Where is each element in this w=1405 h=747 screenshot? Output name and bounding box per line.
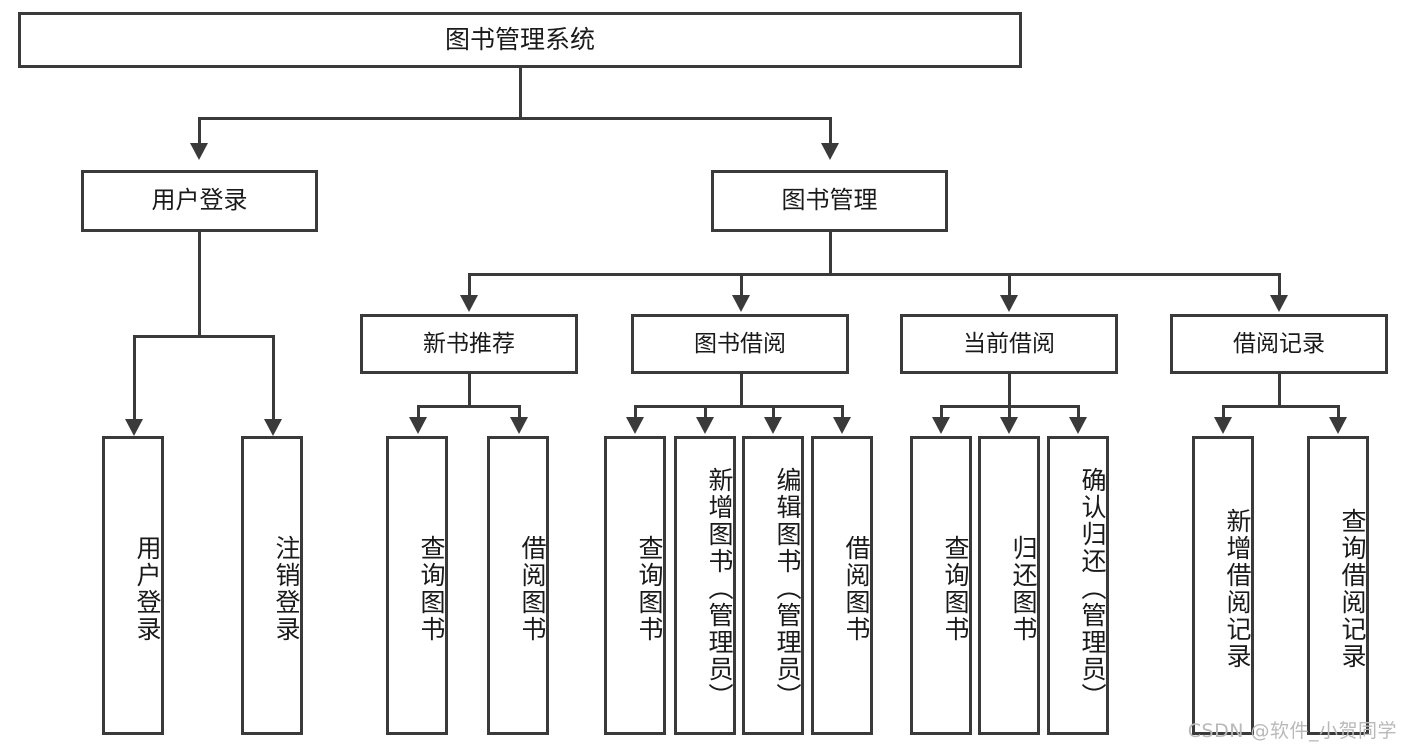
arrowhead-user-login-to-leaf-1 xyxy=(125,419,143,436)
node-leaf-borrow-book-2[interactable]: 借阅图书 xyxy=(811,436,873,735)
node-leaf-add-book-label: 新增图书（管理员） xyxy=(705,467,734,710)
connector-nbr-stem xyxy=(468,374,471,407)
connector-bm-to-book-borrow xyxy=(740,273,743,297)
node-leaf-return-book-label: 归还图书 xyxy=(1009,534,1038,643)
arrowhead-root-to-user-login xyxy=(190,143,208,160)
node-leaf-borrow-book-1[interactable]: 借阅图书 xyxy=(487,436,549,735)
connector-nbr-bus xyxy=(417,405,521,408)
arrowhead-bm-to-current-borrow xyxy=(1000,295,1018,312)
connector-root-to-user-login xyxy=(198,117,201,145)
node-leaf-user-login[interactable]: 用户登录 xyxy=(102,436,164,735)
node-leaf-query-book-2-label: 查询图书 xyxy=(635,534,664,643)
node-leaf-query-record[interactable]: 查询借阅记录 xyxy=(1307,436,1369,735)
connector-bb-to-leaf-4 xyxy=(841,405,844,419)
node-leaf-query-book-3-label: 查询图书 xyxy=(941,534,970,643)
connector-nbr-to-leaf-1 xyxy=(417,405,420,419)
arrowhead-br-to-leaf-2 xyxy=(1329,417,1347,434)
node-borrow-record-label: 借阅记录 xyxy=(1233,330,1325,357)
node-root[interactable]: 图书管理系统 xyxy=(18,12,1022,68)
connector-book-manage-bus xyxy=(468,273,1280,276)
connector-nbr-to-leaf-2 xyxy=(518,405,521,419)
connector-bb-stem xyxy=(740,374,743,407)
node-leaf-confirm-return[interactable]: 确认归还（管理员） xyxy=(1047,436,1109,735)
node-leaf-query-book-2[interactable]: 查询图书 xyxy=(604,436,666,735)
arrowhead-br-to-leaf-1 xyxy=(1214,417,1232,434)
node-book-borrow-label: 图书借阅 xyxy=(694,330,786,357)
node-book-borrow[interactable]: 图书借阅 xyxy=(631,314,849,374)
arrowhead-bb-to-leaf-3 xyxy=(764,417,782,434)
node-user-login[interactable]: 用户登录 xyxy=(81,170,318,232)
node-leaf-add-record-label: 新增借阅记录 xyxy=(1223,507,1252,670)
node-current-borrow-label: 当前借阅 xyxy=(963,330,1055,357)
arrowhead-bb-to-leaf-4 xyxy=(833,417,851,434)
node-leaf-query-book-1-label: 查询图书 xyxy=(417,534,446,643)
connector-cb-to-leaf-2 xyxy=(1008,405,1011,419)
node-leaf-query-record-label: 查询借阅记录 xyxy=(1338,507,1367,670)
node-new-book-rec-label: 新书推荐 xyxy=(423,330,515,357)
connector-cb-to-leaf-1 xyxy=(940,405,943,419)
connector-br-bus xyxy=(1222,405,1340,408)
node-borrow-record[interactable]: 借阅记录 xyxy=(1170,314,1388,374)
node-leaf-borrow-book-2-label: 借阅图书 xyxy=(842,534,871,643)
node-user-login-label: 用户登录 xyxy=(151,186,248,215)
node-book-manage-label: 图书管理 xyxy=(781,186,878,215)
node-current-borrow[interactable]: 当前借阅 xyxy=(900,314,1118,374)
arrowhead-cb-to-leaf-3 xyxy=(1069,417,1087,434)
arrowhead-bm-to-book-borrow xyxy=(732,295,750,312)
connector-bb-bus xyxy=(634,405,844,408)
connector-user-login-to-leaf-2 xyxy=(272,335,275,421)
node-leaf-add-book[interactable]: 新增图书（管理员） xyxy=(674,436,736,735)
arrowhead-bb-to-leaf-2 xyxy=(696,417,714,434)
node-leaf-user-logout-label: 注销登录 xyxy=(272,534,301,643)
connector-cb-stem xyxy=(1008,374,1011,407)
connector-root-to-book-manage xyxy=(829,117,832,145)
arrowhead-user-login-to-leaf-2 xyxy=(264,419,282,436)
arrowhead-nbr-to-leaf-1 xyxy=(409,417,427,434)
connector-br-to-leaf-2 xyxy=(1337,405,1340,419)
node-leaf-user-login-label: 用户登录 xyxy=(133,534,162,643)
connector-br-to-leaf-1 xyxy=(1222,405,1225,419)
arrowhead-bb-to-leaf-1 xyxy=(626,417,644,434)
node-leaf-query-book-1[interactable]: 查询图书 xyxy=(386,436,448,735)
node-leaf-return-book[interactable]: 归还图书 xyxy=(978,436,1040,735)
node-root-label: 图书管理系统 xyxy=(444,24,595,54)
connector-bb-to-leaf-2 xyxy=(704,405,707,419)
connector-root-stem xyxy=(519,68,522,118)
connector-user-login-to-leaf-1 xyxy=(133,335,136,421)
connector-bm-to-borrow-record xyxy=(1278,273,1281,297)
connector-bb-to-leaf-3 xyxy=(772,405,775,419)
arrowhead-bm-to-borrow-record xyxy=(1270,295,1288,312)
connector-root-bus xyxy=(198,117,832,120)
connector-cb-to-leaf-3 xyxy=(1077,405,1080,419)
arrowhead-cb-to-leaf-2 xyxy=(1000,417,1018,434)
arrowhead-nbr-to-leaf-2 xyxy=(510,417,528,434)
connector-bm-to-current-borrow xyxy=(1008,273,1011,297)
arrowhead-cb-to-leaf-1 xyxy=(932,417,950,434)
connector-user-login-stem xyxy=(198,232,201,336)
node-leaf-user-logout[interactable]: 注销登录 xyxy=(241,436,303,735)
connector-br-stem xyxy=(1278,374,1281,407)
connector-bm-to-new-book-rec xyxy=(468,273,471,297)
connector-book-manage-stem xyxy=(829,232,832,274)
node-leaf-confirm-return-label: 确认归还（管理员） xyxy=(1078,467,1107,710)
node-leaf-edit-book-label: 编辑图书（管理员） xyxy=(773,467,802,710)
node-leaf-query-book-3[interactable]: 查询图书 xyxy=(910,436,972,735)
node-book-manage[interactable]: 图书管理 xyxy=(711,170,948,232)
node-new-book-rec[interactable]: 新书推荐 xyxy=(360,314,578,374)
node-leaf-borrow-book-1-label: 借阅图书 xyxy=(518,534,547,643)
arrowhead-root-to-book-manage xyxy=(821,143,839,160)
arrowhead-bm-to-new-book-rec xyxy=(460,295,478,312)
node-leaf-add-record[interactable]: 新增借阅记录 xyxy=(1192,436,1254,735)
connector-user-login-bus xyxy=(133,335,275,338)
node-leaf-edit-book[interactable]: 编辑图书（管理员） xyxy=(742,436,804,735)
connector-bb-to-leaf-1 xyxy=(634,405,637,419)
